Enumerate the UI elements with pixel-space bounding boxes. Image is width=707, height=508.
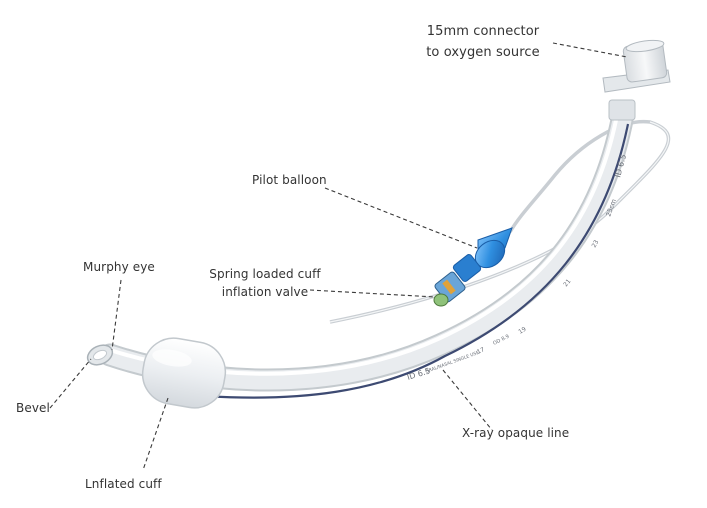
label-inflated-cuff: Lnflated cuff [85, 477, 162, 491]
label-connector-line2: to oxygen source [426, 45, 540, 60]
leader-connector [552, 42, 628, 58]
label-valve-line1: Spring loaded cuff [209, 267, 321, 281]
marking-depth-19: 19 [517, 326, 527, 336]
label-connector: 15mm connector to oxygen source [420, 21, 546, 63]
label-pilot-balloon: Pilot balloon [252, 173, 327, 187]
leader-cuff [142, 397, 169, 471]
leader-murphy-eye [111, 279, 122, 351]
label-xray-line: X-ray opaque line [462, 426, 570, 440]
label-connector-line1: 15mm connector [426, 24, 540, 39]
marking-depth-17: 17 [476, 346, 486, 356]
connector-shape [602, 39, 671, 121]
label-valve: Spring loaded cuff inflation valve [200, 265, 330, 301]
marking-od: OD 8.9 [492, 334, 510, 347]
marking-depth-23: 23 [591, 239, 601, 249]
inflation-valve-shape [433, 271, 466, 307]
inflated-cuff-shape [141, 337, 227, 409]
tube-body-highlight [108, 118, 618, 376]
leader-lines [49, 42, 628, 471]
tube-tip-bevel [86, 344, 114, 366]
leader-pilot-balloon [324, 187, 478, 249]
label-valve-line2: inflation valve [221, 285, 309, 299]
label-bevel: Bevel [16, 401, 50, 415]
leader-bevel [49, 358, 92, 409]
marking-depth-21: 21 [562, 278, 572, 288]
leader-xray [442, 369, 493, 431]
xray-opaque-stripe [204, 123, 630, 399]
label-murphy-eye: Murphy eye [83, 260, 155, 274]
pilot-balloon-shape [452, 227, 513, 282]
